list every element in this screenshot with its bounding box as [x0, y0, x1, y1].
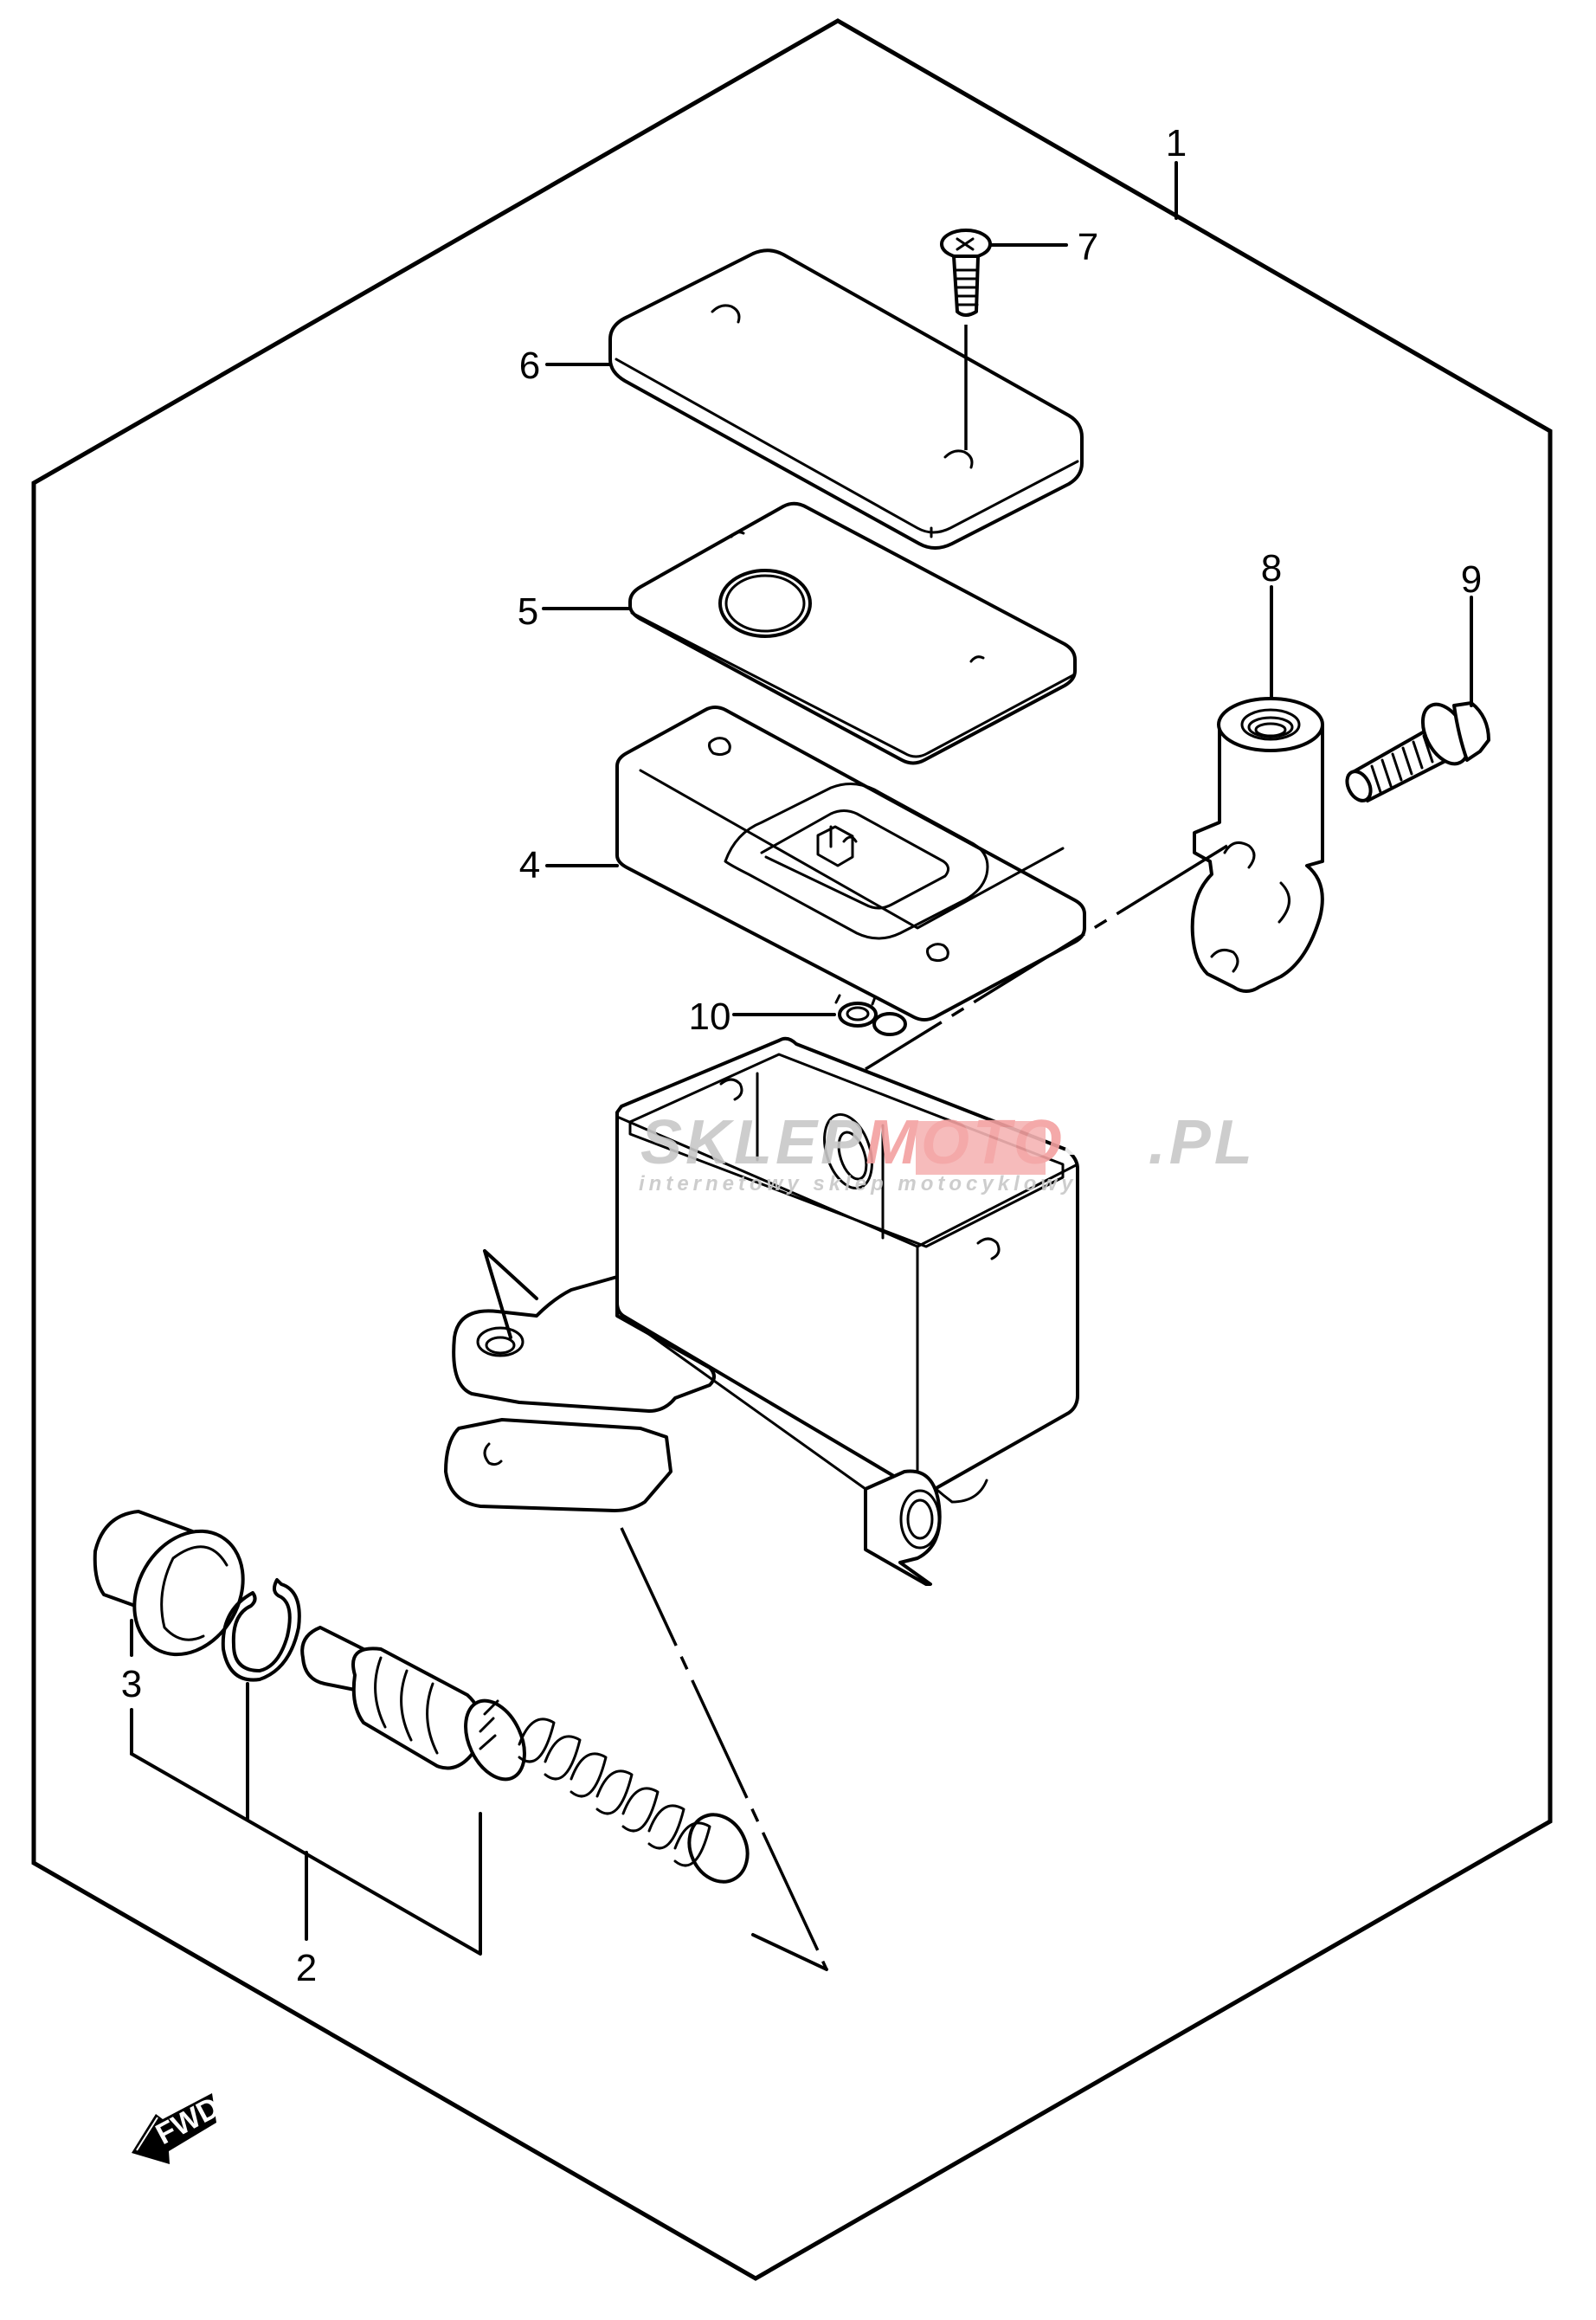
callout-2[interactable]: 2 [130, 1682, 482, 1989]
part-reservoir-cap[interactable] [608, 248, 1084, 550]
part-circlip[interactable] [221, 1578, 301, 1682]
callout-label-8: 8 [1261, 547, 1282, 590]
fwd-label: FWD [151, 2091, 225, 2151]
callout-9[interactable]: 9 [1461, 558, 1482, 707]
callout-label-7: 7 [1078, 226, 1098, 268]
watermark: SKLEPMOTO4S.PL internetowy sklep motocyk… [639, 1108, 1256, 1195]
callout-1[interactable]: 1 [1166, 122, 1187, 220]
part-piston[interactable] [300, 1626, 536, 1788]
callout-7[interactable]: 7 [989, 226, 1098, 268]
watermark-box [916, 1121, 1046, 1175]
part-clip[interactable] [834, 994, 907, 1036]
callout-label-2: 2 [296, 1947, 317, 1989]
piston-axis-guides [483, 1249, 828, 1971]
holder-axis-line [865, 844, 1228, 1071]
part-diaphragm[interactable] [615, 706, 1086, 1021]
callout-label-6: 6 [519, 345, 540, 387]
part-screw[interactable] [940, 229, 992, 317]
callout-4[interactable]: 4 [519, 844, 619, 886]
part-holder[interactable] [1190, 697, 1324, 993]
callout-label-3: 3 [121, 1663, 142, 1705]
callout-label-1: 1 [1166, 122, 1187, 164]
callout-label-10: 10 [689, 996, 731, 1038]
callout-6[interactable]: 6 [519, 345, 612, 387]
part-boot[interactable] [93, 1510, 265, 1674]
callout-8[interactable]: 8 [1261, 547, 1282, 699]
part-plate[interactable] [628, 501, 1077, 765]
watermark-brand: SKLEPMOTO4S.PL [640, 1108, 1256, 1177]
forward-arrow-icon: FWD [132, 2091, 225, 2164]
callout-label-4: 4 [519, 844, 540, 886]
watermark-tagline: internetowy sklep motocyklowy [639, 1172, 1077, 1195]
callout-3[interactable]: 3 [121, 1619, 142, 1756]
callout-label-5: 5 [518, 590, 538, 633]
part-spring[interactable] [518, 1717, 758, 1891]
part-bolt[interactable] [1342, 697, 1490, 805]
callout-5[interactable]: 5 [518, 590, 632, 633]
assembly-frame [31, 18, 1553, 2281]
callout-label-9: 9 [1461, 558, 1482, 601]
callout-10[interactable]: 10 [689, 996, 836, 1038]
part-master-cylinder-body[interactable] [444, 1036, 1079, 1586]
